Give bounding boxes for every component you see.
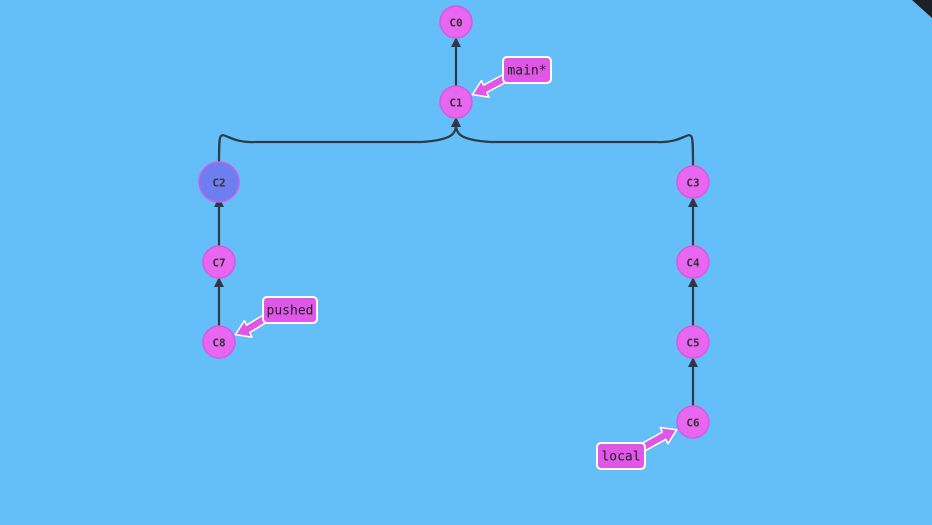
commit-node-c8[interactable]: C8 [202, 325, 236, 359]
branch-label-pushed[interactable]: pushed [262, 296, 318, 324]
commit-circle[interactable] [676, 325, 710, 359]
branch-labels: main* pushed local [262, 56, 646, 470]
commit-circle[interactable] [202, 245, 236, 279]
commit-node-c7[interactable]: C7 [202, 245, 236, 279]
branch-label-local[interactable]: local [596, 442, 646, 470]
commit-label: C5 [686, 337, 699, 350]
commit-edges [214, 37, 698, 406]
branch-name: local [601, 450, 640, 465]
commit-circle[interactable] [676, 245, 710, 279]
commit-circle[interactable] [676, 165, 710, 199]
commit-node-c6[interactable]: C6 [676, 405, 710, 439]
branch-name: main* [507, 64, 546, 79]
commit-label: C1 [449, 97, 463, 110]
commit-label: C3 [686, 177, 699, 190]
commit-node-c2[interactable]: C2 [198, 161, 240, 203]
commit-label: C6 [686, 417, 700, 430]
corner-fold-icon[interactable] [912, 0, 932, 18]
commit-node-c3[interactable]: C3 [676, 165, 710, 199]
commit-node-c1[interactable]: C1 [439, 85, 473, 119]
commit-label: C0 [449, 17, 462, 30]
commit-circle[interactable] [439, 5, 473, 39]
commit-label: C2 [212, 177, 225, 190]
commit-circle[interactable] [439, 85, 473, 119]
commit-circle[interactable] [198, 161, 240, 203]
commit-node-c0[interactable]: C0 [439, 5, 473, 39]
branch-name: pushed [267, 304, 314, 319]
branch-box[interactable] [596, 442, 646, 470]
edge-c3-to-c1 [451, 117, 695, 167]
branch-label-main[interactable]: main* [502, 56, 552, 84]
commit-circle[interactable] [202, 325, 236, 359]
branch-box[interactable] [262, 296, 318, 324]
commit-circle[interactable] [676, 405, 710, 439]
edge-c2-to-c1 [217, 117, 461, 167]
commit-label: C8 [212, 337, 225, 350]
commit-node-c5[interactable]: C5 [676, 325, 710, 359]
commit-node-c4[interactable]: C4 [676, 245, 710, 279]
commit-label: C4 [686, 257, 700, 270]
commit-label: C7 [212, 257, 225, 270]
branch-box[interactable] [502, 56, 552, 84]
